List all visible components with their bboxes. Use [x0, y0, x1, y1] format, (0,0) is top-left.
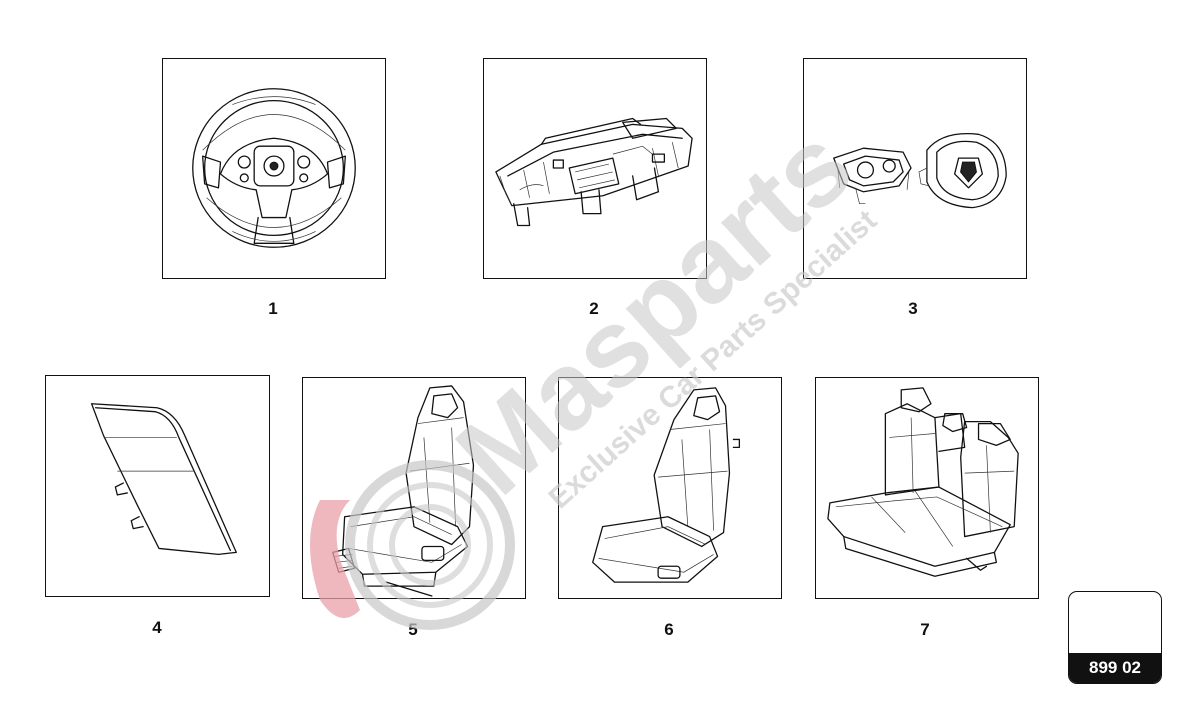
part-2-illustration[interactable]: [483, 58, 707, 279]
part-4-illustration[interactable]: [45, 375, 270, 597]
part-5-number: 5: [408, 620, 418, 639]
front-seat-icon: [332, 385, 475, 597]
part-2-number: 2: [589, 299, 599, 318]
part-6-illustration[interactable]: [558, 377, 782, 599]
airbag-module-icon: [833, 133, 1007, 209]
part-3-illustration[interactable]: [803, 58, 1027, 279]
part-1-illustration[interactable]: [162, 58, 386, 279]
steering-wheel-icon: [192, 88, 356, 248]
part-5-illustration[interactable]: [302, 377, 526, 599]
part-6-number: 6: [664, 620, 674, 639]
diagram-code: 899 02: [1069, 653, 1161, 683]
part-3-number: 3: [908, 299, 918, 318]
side-panel-trim-icon: [90, 403, 237, 556]
diagram-code-box: 899 02: [1068, 591, 1162, 684]
front-seat-alt-icon: [592, 387, 741, 583]
dashboard-icon: [495, 117, 693, 227]
rear-bench-seat-icon: [827, 387, 1019, 577]
part-7-illustration[interactable]: [815, 377, 1039, 599]
part-4-number: 4: [152, 618, 162, 637]
part-7-number: 7: [920, 620, 930, 639]
part-1-number: 1: [268, 299, 278, 318]
